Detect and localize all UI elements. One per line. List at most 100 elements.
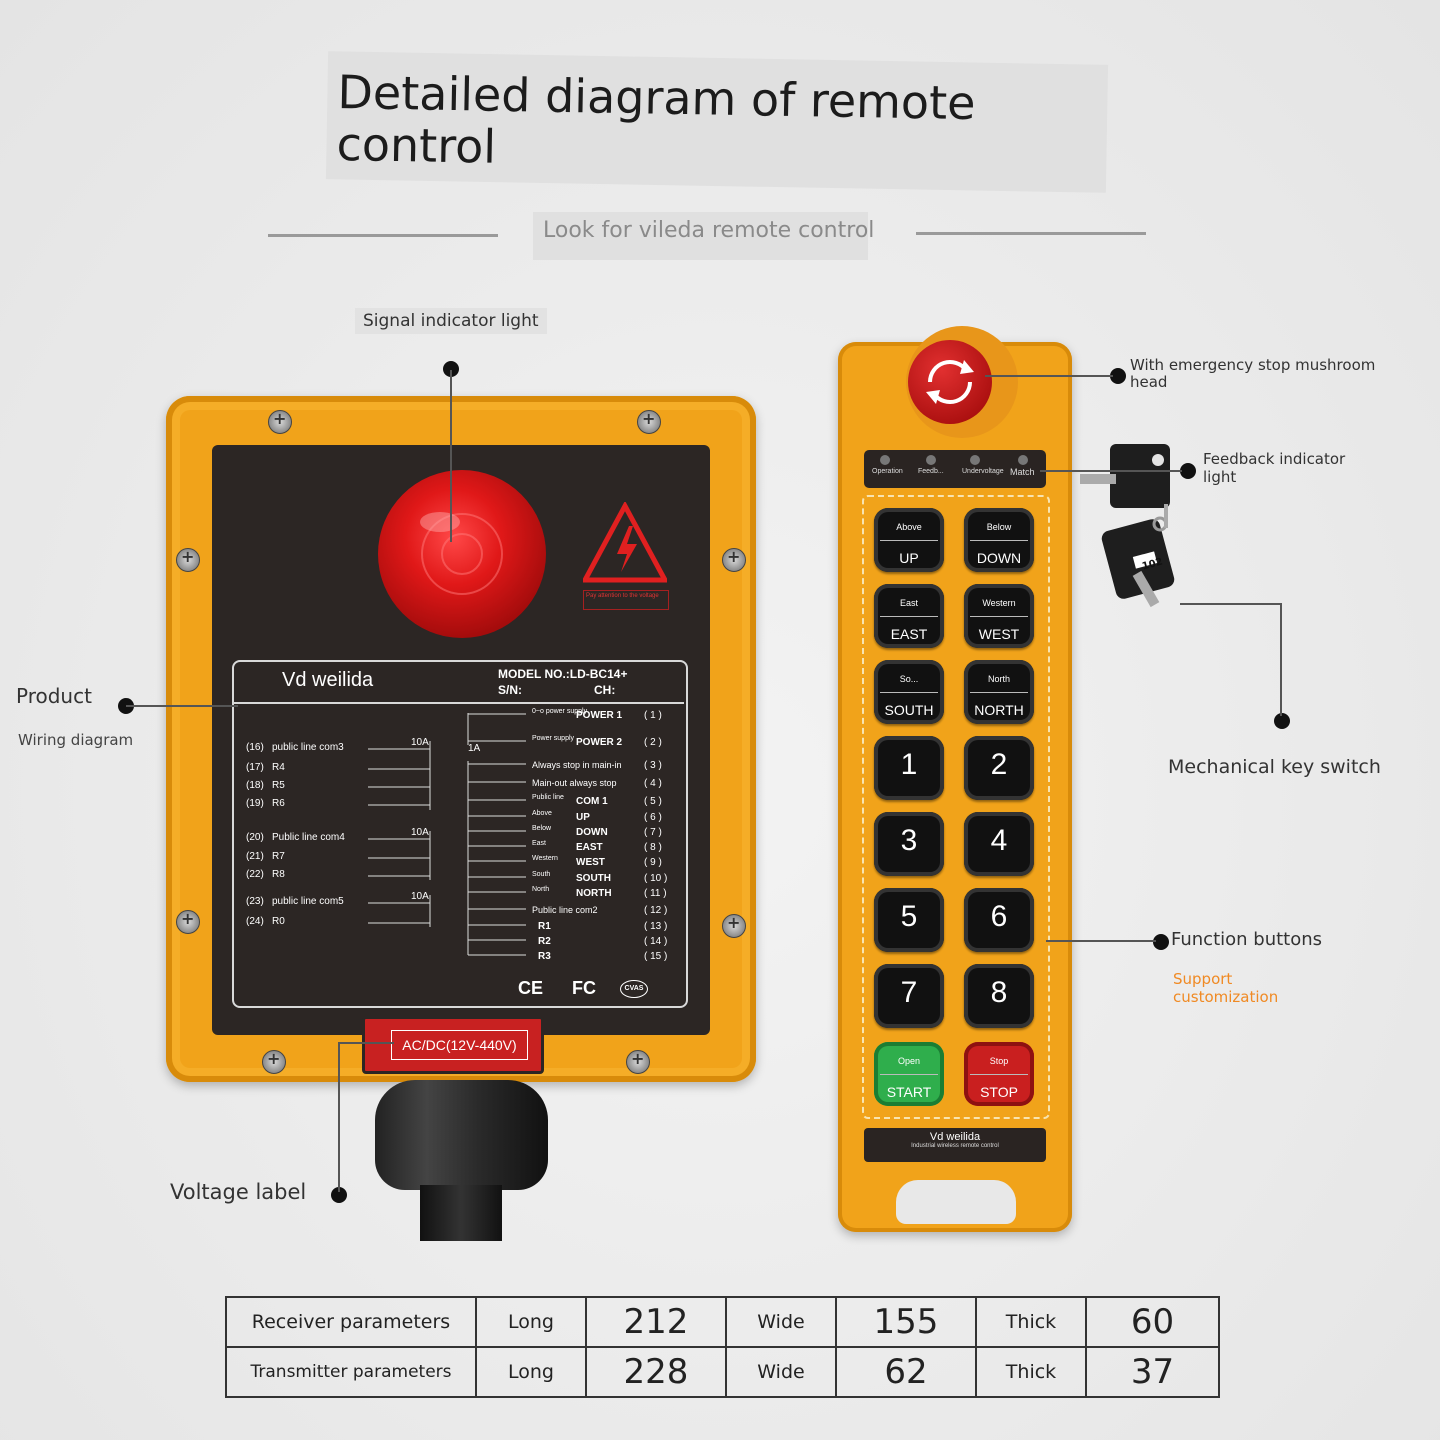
wiring-index: ( 7 )	[644, 827, 662, 838]
thick-value: 60	[1085, 1296, 1220, 1348]
wiring-schematic	[368, 713, 526, 956]
button-south[interactable]: So...SOUTH	[874, 660, 944, 724]
wiring-index: (16)	[246, 742, 264, 753]
wiring-index: (21)	[246, 851, 264, 862]
label-voltage: Voltage label	[170, 1180, 307, 1204]
emergency-stop-button[interactable]	[908, 340, 992, 424]
callout-dot	[1274, 713, 1290, 729]
row-name: Receiver parameters	[225, 1296, 477, 1348]
wiring-row: (21)R7	[246, 851, 285, 862]
led-label: Feedb...	[918, 468, 944, 475]
screw-icon	[722, 547, 746, 572]
button-num-7[interactable]: 7	[874, 964, 944, 1028]
long-value: 212	[585, 1296, 727, 1348]
wiring-row: (17)R4	[246, 762, 285, 773]
screw-icon	[262, 1049, 286, 1074]
wiring-desc: public line com3	[272, 742, 344, 753]
feedback-indicator-bar	[864, 450, 1046, 488]
wiring-index: (19)	[246, 798, 264, 809]
button-num-8[interactable]: 8	[964, 964, 1034, 1028]
button-caption: Below	[970, 514, 1028, 541]
label-signal-indicator: Signal indicator light	[355, 308, 547, 334]
button-num-4[interactable]: 4	[964, 812, 1034, 876]
rotate-arrows-icon	[926, 360, 974, 404]
wiring-index: ( 10 )	[644, 873, 668, 884]
wiring-row: (16) public line com3	[246, 742, 344, 753]
wiring-terminal: R1	[538, 921, 551, 932]
label-function-buttons: Function buttons	[1171, 929, 1323, 950]
long-value: 228	[585, 1346, 727, 1398]
button-num-1[interactable]: 1	[874, 736, 944, 800]
button-num-3[interactable]: 3	[874, 812, 944, 876]
wiring-index: ( 11 )	[644, 888, 667, 899]
thick-label: Thick	[975, 1346, 1087, 1398]
button-num-6[interactable]: 6	[964, 888, 1034, 952]
wiring-note: North	[532, 886, 550, 893]
led-label: Undervoltage	[962, 468, 1004, 475]
leader-line	[338, 1042, 340, 1192]
wiring-index: (22)	[246, 869, 264, 880]
button-number: 4	[990, 824, 1008, 857]
leader-line	[450, 370, 452, 542]
wide-value: 62	[835, 1346, 977, 1398]
button-caption: East	[880, 590, 938, 617]
wiring-terminal: DOWN	[576, 827, 608, 838]
cvas-mark: CVAS	[620, 980, 648, 998]
wiring-note: East	[532, 840, 547, 847]
led-indicator	[880, 455, 890, 465]
wiring-index: (23)	[246, 896, 264, 907]
button-num-2[interactable]: 2	[964, 736, 1034, 800]
wiring-desc: R5	[272, 780, 285, 791]
wiring-terminal: POWER 1	[576, 710, 623, 721]
function-button-area	[862, 495, 1050, 1119]
mechanical-key-icon[interactable]	[1080, 444, 1180, 644]
label-product: Product	[16, 684, 92, 708]
amp-label: 10A	[411, 737, 429, 748]
row-name: Transmitter parameters	[225, 1346, 477, 1398]
wiring-note: Above	[532, 810, 552, 817]
wiring-row: (20)Public line com4	[246, 832, 345, 843]
screw-icon	[637, 409, 661, 434]
led-label: Operation	[872, 468, 903, 475]
label-support-customization: Support customization	[1173, 970, 1279, 1006]
model-line: MODEL NO.:LD-BC14+	[498, 667, 628, 681]
callout-dot	[331, 1187, 347, 1203]
wiring-index: ( 4 )	[644, 778, 662, 789]
panel-divider	[234, 702, 684, 704]
button-number: 7	[900, 976, 918, 1009]
wiring-index: ( 15 )	[644, 951, 668, 962]
wiring-index: ( 14 )	[644, 936, 668, 947]
cable-gland	[375, 1080, 548, 1190]
wiring-terminal: R3	[538, 951, 551, 962]
voltage-label: AC/DC(12V-440V)	[391, 1030, 528, 1060]
button-number: 1	[900, 748, 918, 781]
button-num-5[interactable]: 5	[874, 888, 944, 952]
callout-dot	[1180, 463, 1196, 479]
button-caption: North	[970, 666, 1028, 693]
wiring-desc: public line com5	[272, 896, 344, 907]
button-caption: So...	[880, 666, 938, 693]
screw-icon	[176, 547, 200, 572]
wiring-desc: R6	[272, 798, 285, 809]
parameters-table: Receiver parameters Long 212 Wide 155 Th…	[225, 1296, 1220, 1398]
wiring-note: South	[532, 871, 551, 878]
model-number: MODEL NO.:LD-BC14+ S/N:CH:	[498, 666, 627, 698]
button-label: WEST	[978, 626, 1020, 642]
serial-label: S/N:	[498, 683, 522, 697]
high-voltage-warning-icon	[583, 502, 667, 583]
wiring-index: (18)	[246, 780, 264, 791]
wiring-note: Public line	[532, 794, 564, 801]
wiring-index: ( 3 )	[644, 760, 662, 771]
callout-dot	[443, 361, 459, 377]
wiring-index: (20)	[246, 832, 264, 843]
label-wiring-diagram: Wiring diagram	[18, 731, 134, 749]
led-indicator	[926, 455, 936, 465]
wiring-terminal: SOUTH	[576, 873, 611, 884]
